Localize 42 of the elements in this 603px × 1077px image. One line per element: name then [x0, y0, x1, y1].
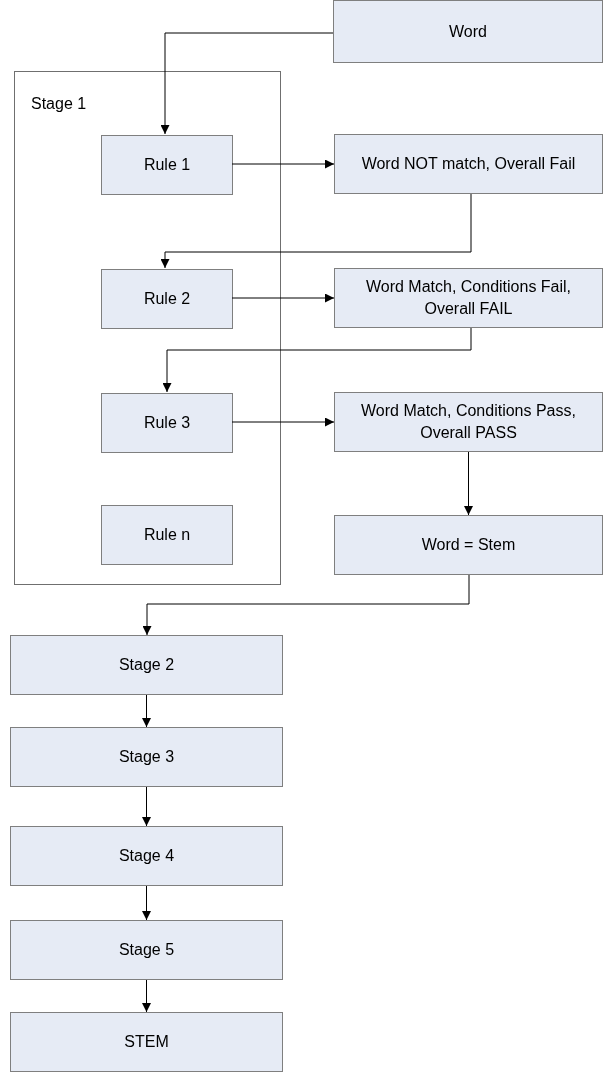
box-text: Rule 3 [143, 413, 191, 433]
box-text: Stage 3 [118, 747, 175, 767]
arrow [464, 451, 473, 516]
process-box [101, 135, 233, 195]
process-box [101, 505, 233, 565]
box-text: Word Match, Conditions Pass, Overall PASS [360, 401, 577, 443]
box-text: Word [449, 21, 487, 42]
process-box [10, 635, 283, 695]
arrow [160, 32, 334, 135]
box-text: Stage 5 [118, 940, 175, 960]
box-text: STEM [124, 1032, 169, 1052]
process-box [10, 920, 283, 980]
arrow [142, 979, 151, 1013]
container-heading: Stage 1 [31, 94, 87, 114]
arrow [142, 885, 151, 921]
process-box [334, 392, 603, 452]
process-box [10, 1012, 283, 1072]
box-text: Word NOT match, Overall Fail [361, 154, 576, 174]
arrow [142, 574, 470, 636]
arrow [142, 786, 151, 827]
arrow [160, 193, 472, 269]
box-text: Word = Stem [421, 535, 516, 555]
process-box [10, 727, 283, 787]
process-box [334, 134, 603, 194]
box-text: Stage 2 [118, 655, 175, 675]
stage-container [14, 71, 281, 585]
process-box [101, 393, 233, 453]
arrow [142, 694, 151, 728]
arrow [162, 327, 472, 393]
arrow [231, 417, 335, 427]
process-box [10, 826, 283, 886]
box-text: Word Match, Conditions Fail, Overall FAIL [364, 277, 573, 319]
box-text: Rule 1 [143, 155, 191, 175]
process-box [334, 268, 603, 328]
arrow [231, 159, 335, 169]
arrow [231, 293, 335, 303]
box-text: Rule 2 [143, 289, 191, 309]
process-box [333, 0, 603, 63]
box-text: Stage 4 [118, 846, 175, 866]
box-text: Rule n [143, 525, 191, 545]
process-box [101, 269, 233, 329]
process-box [334, 515, 603, 575]
